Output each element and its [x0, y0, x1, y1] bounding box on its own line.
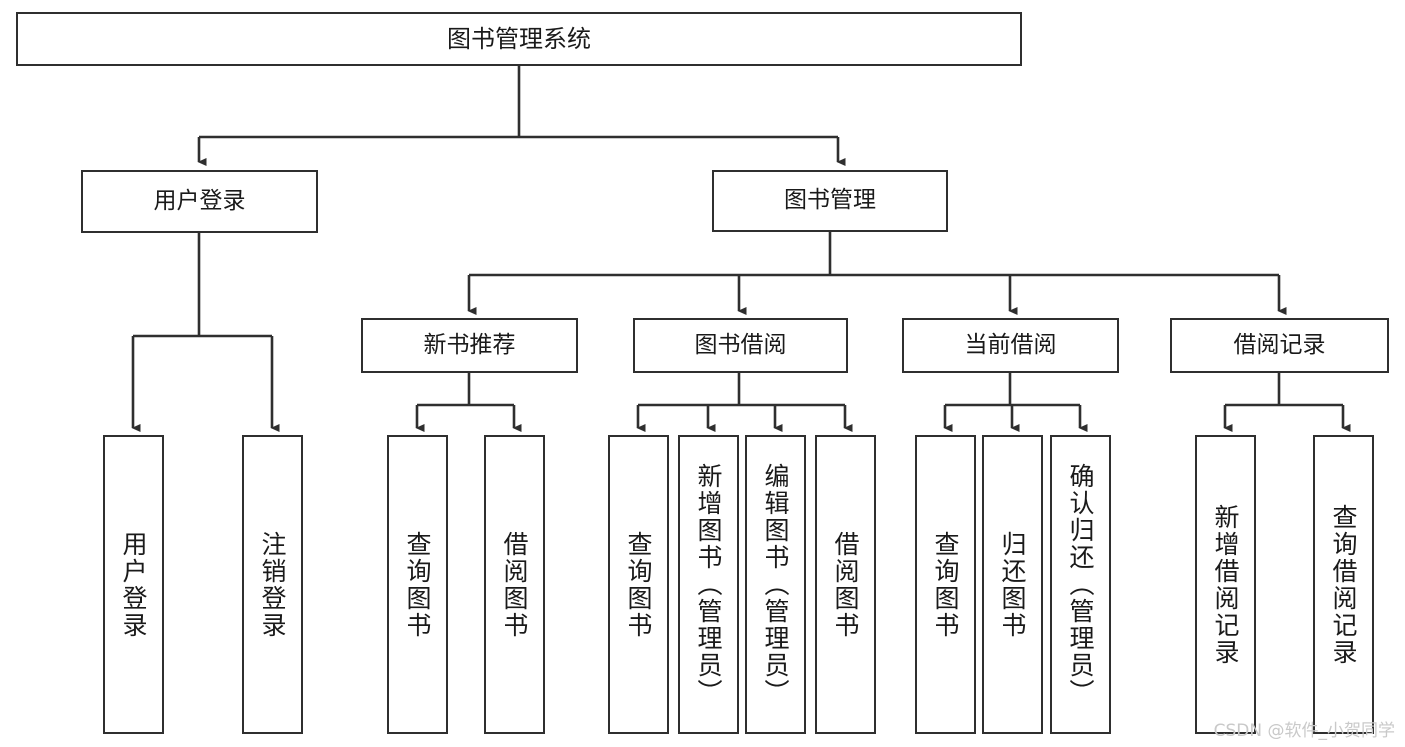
node-label: 图书借阅: [694, 331, 787, 358]
node-label: 用户登录: [153, 187, 246, 214]
node-leaf-query-book-borrow[interactable]: 查询图书: [608, 435, 669, 734]
node-book-management[interactable]: 图书管理: [712, 170, 948, 232]
node-label: 查询借阅记录: [1329, 503, 1358, 666]
node-leaf-user-login[interactable]: 用户登录: [103, 435, 164, 734]
node-leaf-borrow-book-recommend[interactable]: 借阅图书: [484, 435, 545, 734]
node-label: 查询图书: [403, 530, 432, 639]
node-leaf-add-book-admin[interactable]: 新增图书（管理员）: [678, 435, 739, 734]
node-leaf-confirm-return-admin[interactable]: 确认归还（管理员）: [1050, 435, 1111, 734]
node-leaf-edit-book-admin[interactable]: 编辑图书（管理员）: [745, 435, 806, 734]
node-label: 编辑图书（管理员）: [761, 463, 790, 706]
node-label: 借阅记录: [1233, 331, 1326, 358]
node-label: 借阅图书: [500, 530, 529, 639]
node-borrow-record[interactable]: 借阅记录: [1170, 318, 1389, 373]
node-label: 图书管理系统: [447, 24, 591, 53]
node-new-book-recommend[interactable]: 新书推荐: [361, 318, 578, 373]
node-label: 注销登录: [258, 530, 287, 639]
node-leaf-query-book-recommend[interactable]: 查询图书: [387, 435, 448, 734]
node-label: 查询图书: [624, 530, 653, 639]
node-label: 当前借阅: [964, 331, 1057, 358]
node-label: 图书管理: [784, 187, 876, 214]
node-user-login[interactable]: 用户登录: [81, 170, 318, 233]
node-leaf-query-borrow-record[interactable]: 查询借阅记录: [1313, 435, 1374, 734]
node-leaf-add-borrow-record[interactable]: 新增借阅记录: [1195, 435, 1256, 734]
node-label: 新书推荐: [423, 331, 516, 358]
node-book-borrow[interactable]: 图书借阅: [633, 318, 848, 373]
node-label: 新增借阅记录: [1211, 503, 1240, 666]
node-label: 归还图书: [998, 530, 1027, 639]
node-current-borrow[interactable]: 当前借阅: [902, 318, 1119, 373]
node-leaf-logout[interactable]: 注销登录: [242, 435, 303, 734]
csdn-watermark: CSDN @软件_小贺同学: [1213, 721, 1395, 741]
node-root-book-management-system[interactable]: 图书管理系统: [16, 12, 1022, 66]
node-leaf-borrow-book[interactable]: 借阅图书: [815, 435, 876, 734]
node-label: 用户登录: [119, 530, 148, 639]
node-label: 借阅图书: [831, 530, 860, 639]
node-label: 查询图书: [931, 530, 960, 639]
node-label: 新增图书（管理员）: [694, 463, 723, 706]
node-label: 确认归还（管理员）: [1066, 463, 1095, 706]
node-leaf-query-book-current[interactable]: 查询图书: [915, 435, 976, 734]
node-leaf-return-book[interactable]: 归还图书: [982, 435, 1043, 734]
